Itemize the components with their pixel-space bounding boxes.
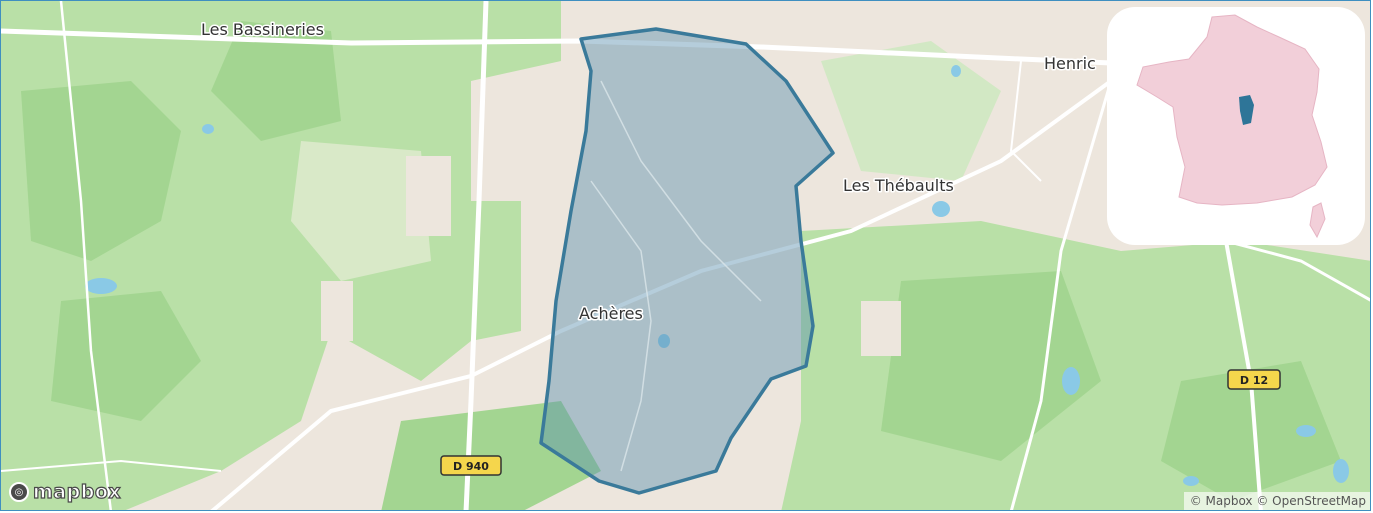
mapbox-logo-icon: ◎ [9,482,29,502]
road [210,79,1113,510]
road [1009,60,1042,182]
road [1225,239,1370,302]
svg-text:D 940: D 940 [453,460,489,473]
forest-patch [881,271,1101,461]
label-henric: Henric [1044,54,1096,73]
road [1,28,1112,66]
forest-patch [1161,361,1341,501]
forest-patch [291,141,431,281]
water-body [951,65,961,77]
water-body [202,124,214,134]
clearing [321,281,353,341]
highlighted-department [1239,95,1254,125]
water-body [1296,425,1316,437]
road [590,180,652,472]
road [1,459,222,472]
label-les-thebaults: Les Thébaults [843,176,954,195]
water-body [85,278,117,294]
clearing [406,156,451,236]
water-body [658,334,670,348]
water-body [1333,459,1349,483]
clearing [861,301,901,356]
france-outline [1136,14,1328,206]
mapbox-logo-text: mapbox [32,480,122,503]
water-body [1062,367,1080,395]
road [600,80,762,302]
commune-boundary-acheres[interactable] [539,27,835,495]
road-shield-d12: D 12 [1227,369,1281,390]
map-attribution[interactable]: © Mapbox © OpenStreetMap [1183,492,1370,510]
corsica-outline [1309,202,1326,239]
france-inset-map [1107,7,1365,245]
road [59,1,113,510]
france-locator-map-icon [1136,14,1328,239]
svg-text:D 12: D 12 [1240,374,1268,387]
forest-patch [21,81,181,261]
water-body [932,201,950,217]
mapbox-logo[interactable]: ◎ mapbox [9,480,122,504]
label-acheres: Achères [579,304,643,323]
water-body [1183,476,1199,486]
road [1009,80,1113,510]
forest-patch [211,21,341,141]
label-les-bassineries: Les Bassineries [201,20,324,39]
road-shield-d940: D 940 [440,455,502,476]
